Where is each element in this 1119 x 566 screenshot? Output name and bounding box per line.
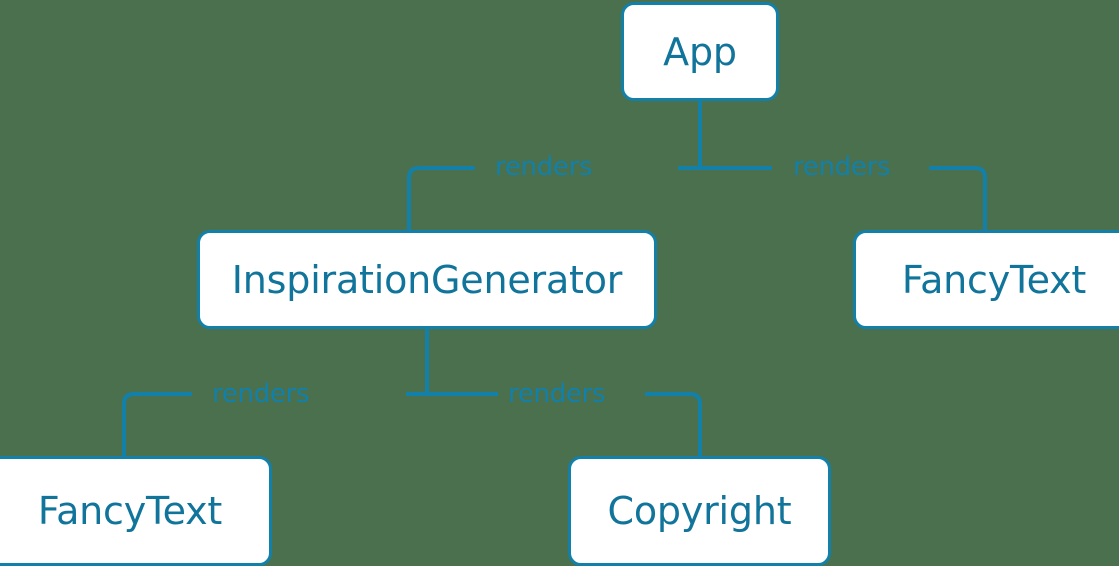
node-app-label: App [663, 29, 737, 74]
node-copyright[interactable]: Copyright [568, 456, 831, 566]
node-fancytext-bottomleft-label: FancyText [37, 489, 223, 533]
edge-label-app-to-fancytext-right: renders [793, 152, 891, 182]
node-inspirationgenerator-label: InspirationGenerator [231, 257, 623, 302]
node-copyright-label: Copyright [607, 489, 792, 533]
node-app[interactable]: App [621, 2, 779, 101]
node-fancytext-bottomleft[interactable]: FancyText [0, 456, 272, 566]
node-inspirationgenerator[interactable]: InspirationGenerator [197, 230, 657, 329]
edge-label-app-to-inspirationgenerator: renders [495, 152, 593, 182]
edge-label-inspirationgenerator-to-copyright: renders [508, 379, 606, 409]
edge-label-inspirationgenerator-to-fancytext-bottomleft: renders [212, 379, 310, 409]
node-fancytext-right-label: FancyText [901, 257, 1087, 302]
node-fancytext-right[interactable]: FancyText [853, 230, 1119, 329]
